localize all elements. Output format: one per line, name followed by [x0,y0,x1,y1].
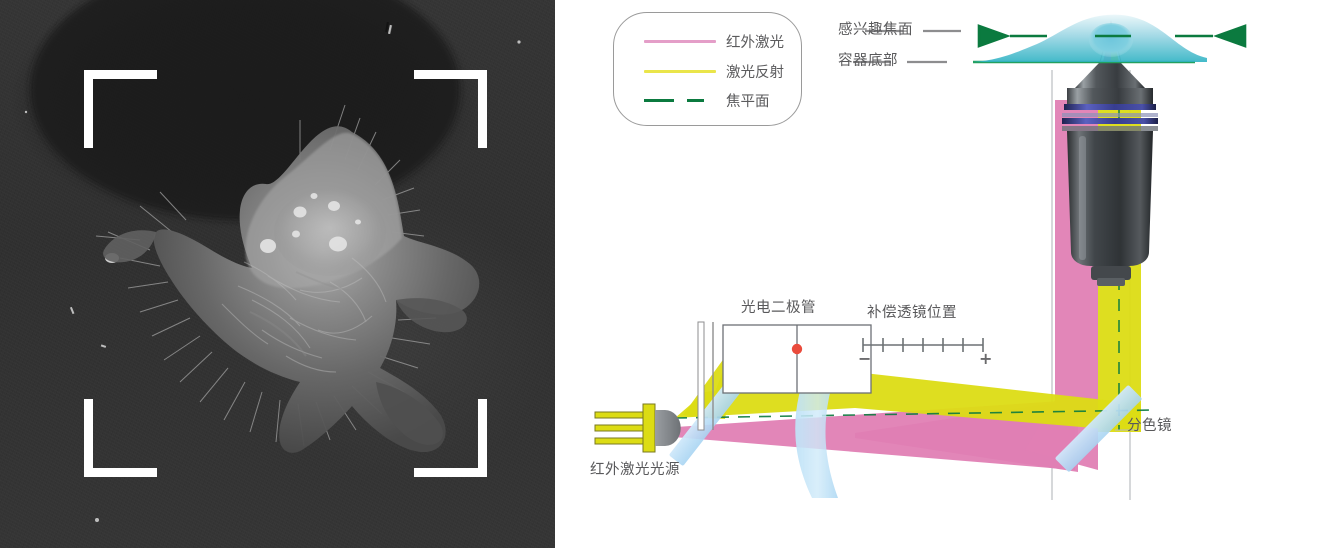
optical-path-diagram: 红外激光 激光反射 焦平面 感兴趣焦面 容器底部 光电二极管 补偿透镜位置 红外… [555,0,1323,548]
legend-panel: 红外激光 激光反射 焦平面 [613,12,802,126]
legend-label-focal-plane: 焦平面 [726,94,770,110]
legend-item-laser-reflection: 激光反射 [644,61,784,82]
label-photodiode: 光电二极管 [741,300,816,316]
photodiode-box [722,324,872,394]
cell-illustration [24,0,521,522]
label-container-bottom: 容器底部 [838,53,898,69]
laser-diode [594,403,681,453]
scale-plus-label: + [979,349,993,368]
label-dichroic-mirror: 分色镜 [1127,418,1172,434]
legend-swatch-focal-plane [644,99,716,102]
focal-plane-markers [977,24,1247,48]
objective-lens [1062,62,1158,286]
label-compensation-lens-position: 补偿透镜位置 [867,305,957,321]
scale-minus-label: − [858,349,872,368]
legend-item-infrared-laser: 红外激光 [644,31,784,52]
legend-item-focal-plane: 焦平面 [644,90,770,111]
label-infrared-laser-source: 红外激光光源 [590,462,680,478]
compensation-scale [862,338,984,352]
label-focal-plane-of-interest: 感兴趣焦面 [838,22,913,38]
legend-label-laser-reflection: 激光反射 [726,65,784,81]
legend-swatch-infrared-laser [644,40,716,43]
label-leaders [853,29,961,64]
legend-swatch-laser-reflection [644,70,716,73]
diagram-graphics [594,14,1247,500]
microscopy-image-panel [0,0,555,548]
legend-label-infrared-laser: 红外激光 [726,35,784,51]
